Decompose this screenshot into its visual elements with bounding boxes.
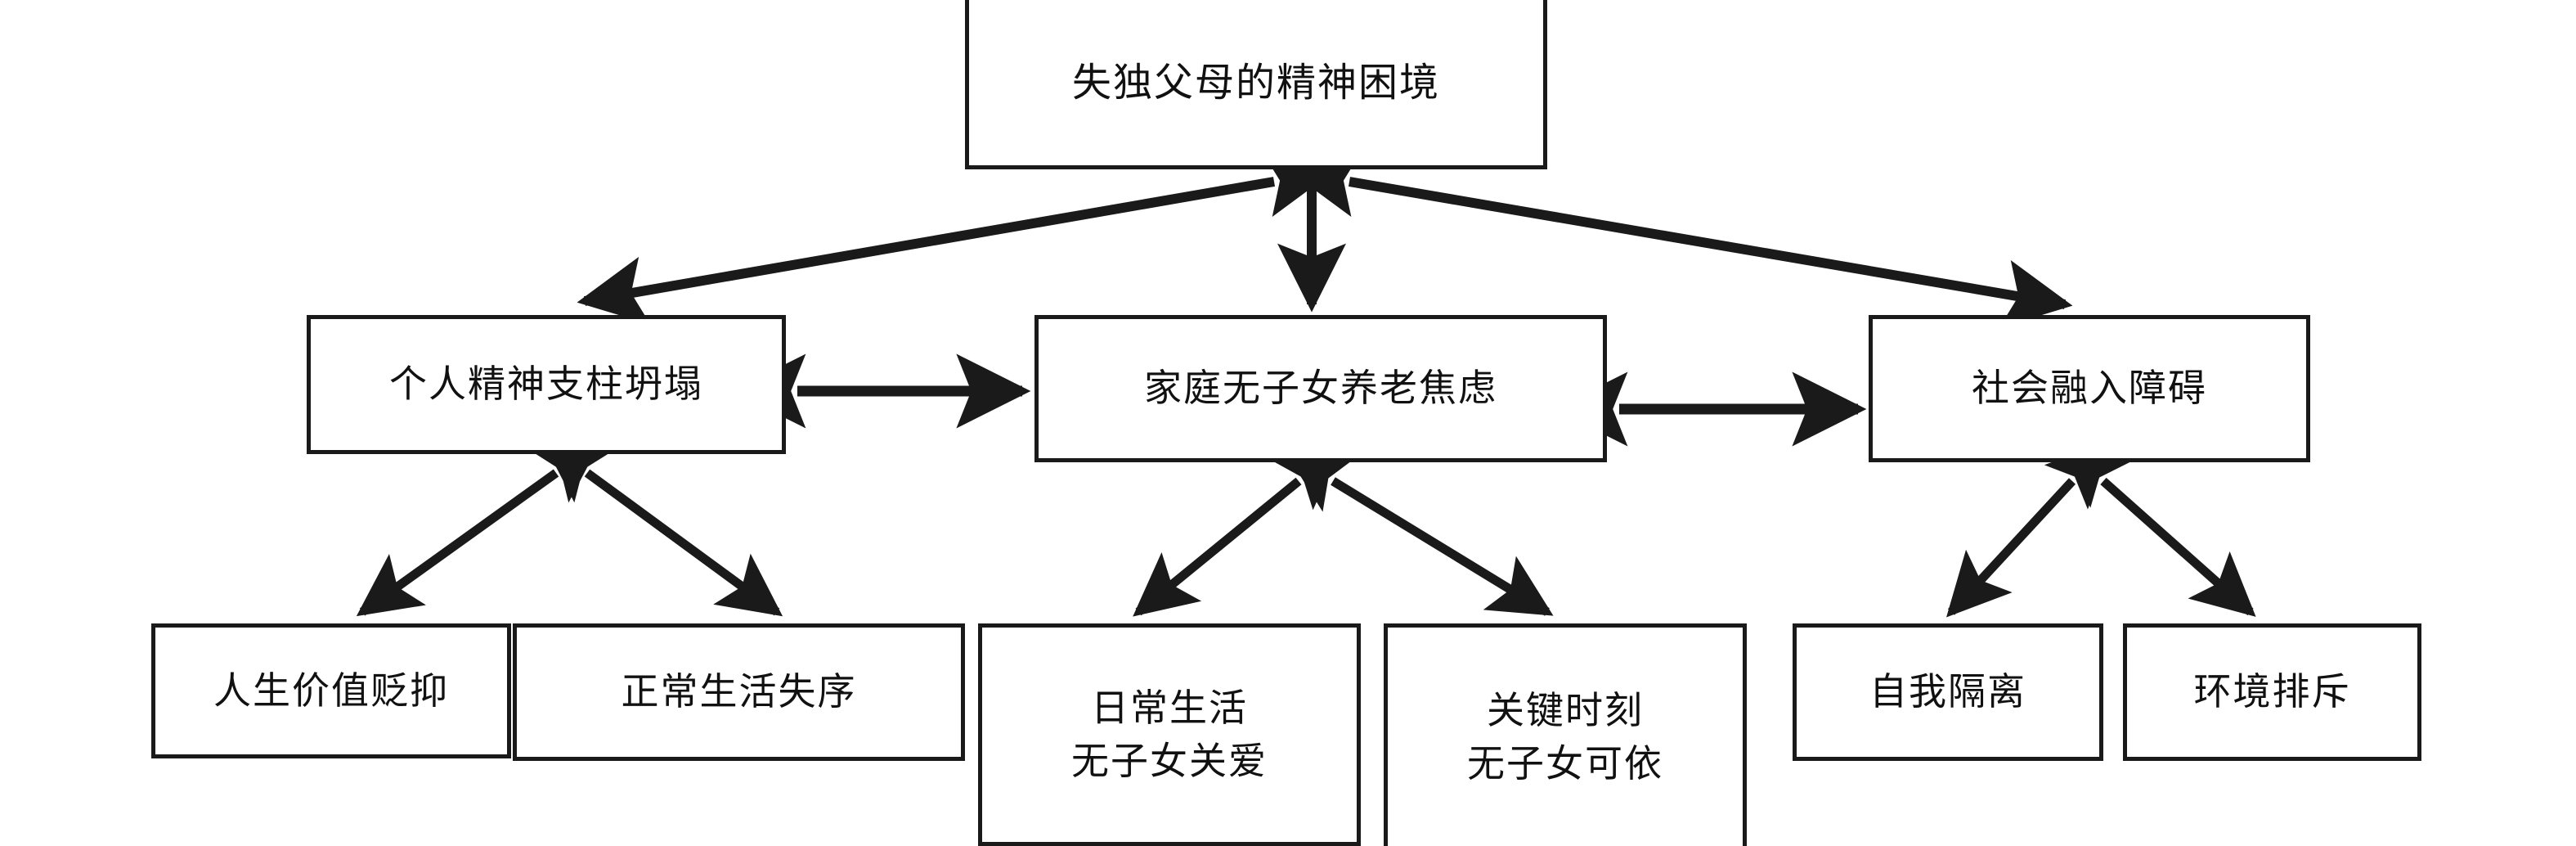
edge-root-m3: [1289, 149, 2073, 328]
node-environmental-exclusion[interactable]: 环境排斥: [2123, 623, 2421, 761]
node-daily-life-no-child-care[interactable]: 日常生活 无子女关爱: [978, 623, 1361, 846]
edge-m3-b6: [2062, 443, 2256, 617]
node-m1-label: 个人精神支柱坍塌: [389, 362, 703, 407]
node-life-value-depreciation[interactable]: 人生价值贬抑: [151, 623, 511, 758]
node-normal-life-disorder[interactable]: 正常生活失序: [513, 623, 965, 761]
edge-m1-b2: [541, 439, 783, 617]
node-b6-label: 环境排斥: [2193, 669, 2351, 714]
node-family-eldercare-anxiety[interactable]: 家庭无子女养老焦虑: [1034, 315, 1607, 462]
node-m2-label: 家庭无子女养老焦虑: [1144, 366, 1497, 411]
node-b3-label: 日常生活 无子女关爱: [1071, 685, 1268, 783]
node-root[interactable]: 失独父母的精神困境: [965, 0, 1547, 169]
node-personal-pillar-collapse[interactable]: 个人精神支柱坍塌: [307, 315, 786, 454]
node-root-label: 失独父母的精神困境: [1071, 59, 1440, 106]
node-social-integration-barrier[interactable]: 社会融入障碍: [1869, 315, 2310, 462]
node-self-isolation[interactable]: 自我隔离: [1793, 623, 2103, 761]
node-b2-label: 正常生活失序: [621, 669, 857, 714]
edge-m2-b4: [1285, 452, 1554, 616]
edge-m1-b1: [356, 440, 602, 617]
node-b1-label: 人生价值贬抑: [213, 668, 449, 713]
node-b5-label: 自我隔离: [1869, 669, 2026, 714]
node-b4-label: 关键时刻 无子女可依: [1467, 687, 1663, 785]
node-m3-label: 社会融入障碍: [1972, 366, 2207, 411]
edge-m3-b5: [1946, 439, 2111, 618]
edge-root-m1: [577, 149, 1335, 325]
node-critical-moment-no-child-support[interactable]: 关键时刻 无子女可依: [1384, 623, 1747, 846]
edge-m2-b3: [1133, 445, 1342, 617]
